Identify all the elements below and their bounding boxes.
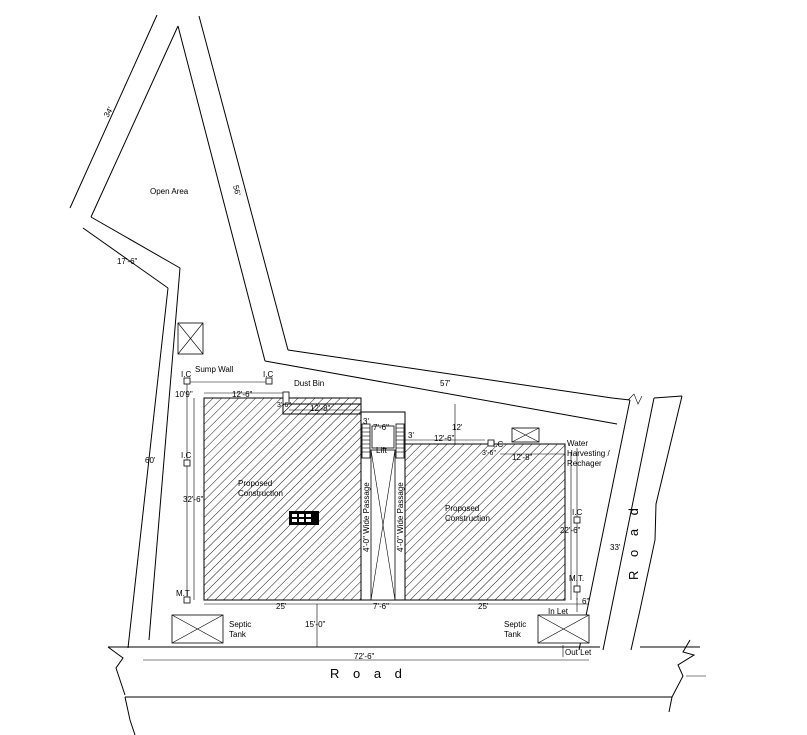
dim-72-6: 72'-6" bbox=[354, 652, 375, 661]
dim-7-6-top: 7'-6" bbox=[373, 423, 389, 432]
left-construction-label-2: Construction bbox=[238, 489, 283, 498]
construction-notch bbox=[282, 403, 362, 415]
dim-12-8: 12'-8" bbox=[310, 404, 331, 413]
ic-label-5: I.C bbox=[572, 508, 582, 517]
in-let-label: In Let bbox=[548, 607, 569, 616]
staircase bbox=[361, 423, 405, 459]
road-bottom bbox=[107, 639, 706, 735]
dust-bin-marker bbox=[282, 391, 290, 405]
septic-left-label-2: Tank bbox=[229, 630, 247, 639]
water-harvesting-label-1: Water bbox=[567, 439, 588, 448]
meter-board-icon bbox=[289, 511, 319, 525]
plot-boundary bbox=[69, 14, 683, 651]
dim-6: 6" bbox=[582, 597, 589, 606]
dim-25-left: 25' bbox=[276, 602, 287, 611]
dimension-lines bbox=[143, 392, 589, 661]
road-bottom-label: R o a d bbox=[330, 666, 407, 681]
dim-15: 15'-0" bbox=[305, 620, 326, 629]
mt-right-label: M.T. bbox=[569, 574, 584, 583]
dim-22-6: 22'-6" bbox=[560, 526, 581, 535]
dim-3-6: 3'-6" bbox=[277, 402, 291, 409]
septic-tank-right-box bbox=[537, 614, 590, 644]
ic-label-4: I.C bbox=[493, 440, 503, 449]
dim-12-6-top: 12'-6" bbox=[232, 390, 253, 399]
dim-32-6: 32'-6" bbox=[183, 495, 204, 504]
dim-57: 57' bbox=[440, 379, 451, 388]
ic-label-3: I.C bbox=[181, 451, 191, 460]
passage-label-right: 4'-0" Wide Passage bbox=[396, 482, 405, 552]
septic-right-label-2: Tank bbox=[504, 630, 522, 639]
out-let-label: Out Let bbox=[565, 648, 592, 657]
dim-3-right: 3' bbox=[408, 431, 414, 440]
dim-7-6-bottom: 7'-6" bbox=[373, 602, 389, 611]
dim-12-8-right: 12'-8" bbox=[512, 453, 533, 462]
ic-label-2: I.C bbox=[263, 370, 273, 379]
left-construction-label-1: Proposed bbox=[238, 479, 272, 488]
sump-box bbox=[177, 322, 204, 355]
dim-56: 56' bbox=[231, 184, 243, 197]
water-harvesting-label-2: Harvesting / bbox=[567, 449, 610, 458]
ic-label-1: I.C bbox=[181, 370, 191, 379]
proposed-construction-right bbox=[404, 443, 566, 601]
dim-33: 33' bbox=[610, 543, 621, 552]
right-construction-label-2: Construction bbox=[445, 514, 490, 523]
dim-12-6-right: 12'-6" bbox=[434, 434, 455, 443]
proposed-construction-left bbox=[203, 397, 362, 601]
water-harvesting-label-3: Rechager bbox=[567, 459, 602, 468]
open-area-label: Open Area bbox=[150, 187, 189, 196]
septic-left-label-1: Septic bbox=[229, 620, 251, 629]
dim-17-6: 17'-6" bbox=[117, 257, 138, 266]
right-construction-label-1: Proposed bbox=[445, 504, 479, 513]
dim-12-right: 12' bbox=[452, 423, 463, 432]
drainage-lines bbox=[183, 377, 581, 657]
dim-60: 60' bbox=[145, 456, 156, 465]
dim-34: 34' bbox=[102, 105, 115, 119]
septic-tank-left-box bbox=[171, 614, 224, 644]
dust-bin-label: Dust Bin bbox=[294, 379, 324, 388]
dim-3-left: 3' bbox=[363, 417, 369, 426]
dim-10-9: 10'9" bbox=[175, 390, 193, 399]
road-right-label: R o a d bbox=[626, 503, 641, 580]
mt-left-label: M.T bbox=[176, 589, 190, 598]
septic-right-label-1: Septic bbox=[504, 620, 526, 629]
lift-box bbox=[371, 425, 395, 449]
lift-label: Lift bbox=[376, 446, 387, 455]
sump-wall-label: Sump Wall bbox=[195, 365, 234, 374]
water-harvesting-box bbox=[511, 427, 540, 443]
dim-25-right: 25' bbox=[478, 602, 489, 611]
passage-label-left: 4'-0" Wide Passage bbox=[362, 482, 371, 552]
dim-3-water: 3'-6" bbox=[482, 450, 496, 457]
